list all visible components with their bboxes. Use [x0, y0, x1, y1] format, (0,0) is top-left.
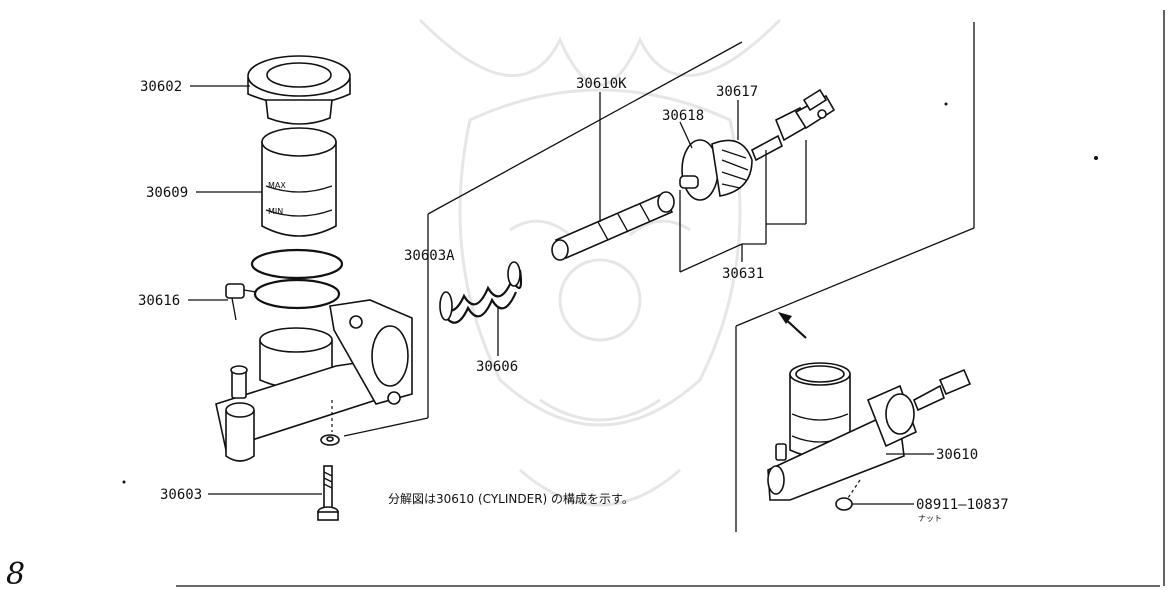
diagram-note: 分解図は30610 (CYLINDER) の構成を示す。 — [388, 492, 634, 506]
return-spring — [439, 261, 523, 324]
page-mark: 8 — [6, 557, 25, 592]
callout-30610: 30610 — [936, 447, 978, 463]
assembled-cylinder — [767, 362, 972, 511]
callout-30603A: 30603A — [404, 248, 455, 264]
callout-30610K: 30610K — [576, 76, 627, 92]
tank-marking-min: MIN — [268, 207, 283, 216]
callout-30617: 30617 — [716, 84, 758, 100]
callout-30602: 30602 — [140, 79, 182, 95]
piston — [551, 191, 675, 261]
stray-dots — [122, 102, 1098, 484]
master-cylinder-body — [215, 299, 413, 462]
callout-30618: 30618 — [662, 108, 704, 124]
nut-label: ナット — [918, 514, 942, 523]
callout-30603: 30603 — [160, 487, 202, 503]
boot-and-pushrod — [679, 88, 836, 201]
band-clamp — [225, 248, 344, 321]
callout-30606: 30606 — [476, 359, 518, 375]
kit-bracket-30631 — [679, 140, 807, 273]
callout-30616: 30616 — [138, 293, 180, 309]
tank-marking-max: MAX — [268, 181, 286, 190]
reservoir-tank: MAX MIN — [261, 127, 337, 237]
bolt-and-washer — [317, 400, 340, 521]
reservoir-cap — [247, 55, 351, 125]
callout-08911-10837: 08911—10837 — [916, 497, 1009, 513]
assembly-box-lines — [343, 22, 975, 532]
direction-arrow — [778, 312, 807, 339]
leader-lines — [188, 85, 934, 505]
frame-lines — [176, 10, 1165, 587]
callout-30609: 30609 — [146, 185, 188, 201]
watermark-emblem — [418, 18, 782, 507]
callout-30631: 30631 — [722, 266, 764, 282]
